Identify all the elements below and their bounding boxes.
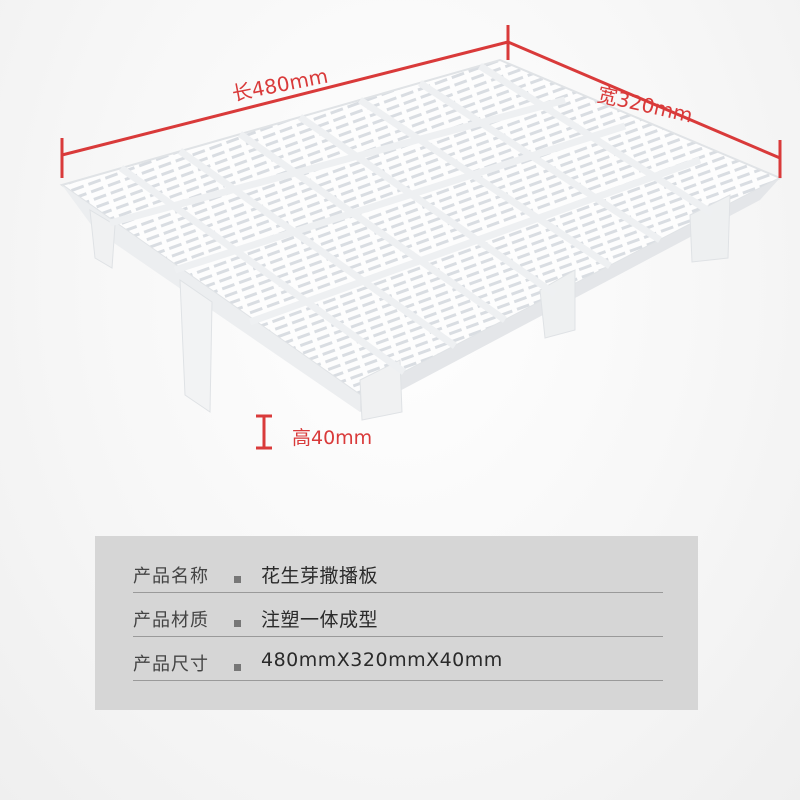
product-image (59, 25, 783, 450)
spec-row-material: 产品材质 注塑一体成型 (133, 596, 663, 637)
spec-table: 产品名称 花生芽撒播板 产品材质 注塑一体成型 产品尺寸 480mmX320mm… (95, 536, 698, 710)
width-dimension-line (507, 40, 782, 178)
spec-label: 产品尺寸 (133, 654, 209, 675)
bullet-icon (234, 664, 241, 671)
spec-value: 花生芽撒播板 (261, 565, 379, 587)
height-dimension-line (256, 414, 272, 450)
height-label: 高40mm (292, 427, 373, 449)
spec-value: 480mmX320mmX40mm (261, 649, 503, 671)
spec-value: 注塑一体成型 (261, 609, 379, 631)
bullet-icon (234, 620, 241, 627)
seeding-tray (59, 58, 783, 421)
spec-label: 产品名称 (133, 566, 209, 587)
spec-row-name: 产品名称 花生芽撒播板 (133, 552, 663, 593)
bullet-icon (234, 576, 241, 583)
spec-label: 产品材质 (133, 610, 209, 631)
spec-row-size: 产品尺寸 480mmX320mmX40mm (133, 640, 663, 681)
